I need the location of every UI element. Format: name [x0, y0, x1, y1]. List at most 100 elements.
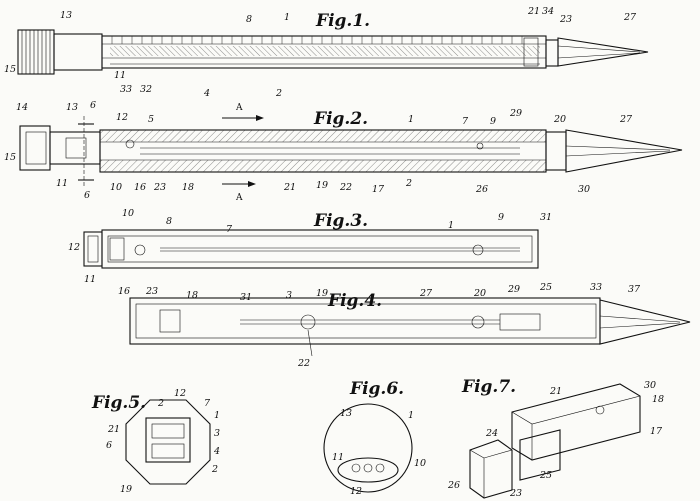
fig2-label: 18 — [182, 182, 194, 193]
fig4-label: 37 — [628, 284, 641, 295]
fig2-label: 6 — [90, 100, 96, 111]
figure-3: Fig.3. 10 8 7 1 9 31 12 11 — [68, 208, 552, 285]
fig3-label: 7 — [226, 224, 233, 235]
fig5-label: 12 — [174, 388, 186, 399]
figure-1: Fig.1. — [4, 6, 648, 99]
fig7-label: 17 — [650, 426, 663, 437]
fig5-label: 7 — [204, 398, 211, 409]
fig2-label: 23 — [153, 182, 166, 193]
fig2-label: 6 — [84, 190, 90, 201]
fig1-band — [54, 34, 102, 70]
fig1-cap — [18, 30, 54, 74]
fig5-label: 2 — [157, 398, 164, 409]
fig2-label: 7 — [462, 116, 469, 127]
fig2-label: 19 — [316, 180, 328, 191]
figure-5: Fig.5. 12 2 7 21 1 6 3 4 2 19 — [91, 388, 220, 495]
fig1-label: 13 — [60, 10, 72, 21]
fig2-label: 5 — [148, 114, 154, 125]
fig4-label: 25 — [539, 282, 552, 293]
fig2-label: 17 — [372, 184, 385, 195]
fig1-label: 33 — [120, 84, 132, 95]
fig1-label: 11 — [114, 70, 126, 81]
fig1-label: 34 — [542, 6, 554, 17]
fig1-label: 32 — [140, 84, 152, 95]
figure-4: Fig.4. 16 23 18 31 3 19 27 20 29 25 33 3… — [118, 282, 690, 369]
fig4-label: 19 — [316, 288, 328, 299]
fig4-label: 33 — [590, 282, 602, 293]
fig3-label: 8 — [166, 216, 172, 227]
fig7-label: 18 — [652, 394, 664, 405]
figure-7: Fig.7. 21 30 18 17 24 26 25 23 — [447, 377, 664, 499]
fig1-title: Fig.1. — [315, 11, 370, 31]
fig2-label: 22 — [339, 182, 352, 193]
figure-6: Fig.6. 13 1 11 10 12 — [324, 379, 426, 497]
fig4-label: 18 — [186, 290, 198, 301]
fig7-label: 21 — [549, 386, 562, 397]
fig1-label: 23 — [559, 14, 572, 25]
fig7-label: 23 — [509, 488, 522, 499]
fig4-label: 20 — [473, 288, 486, 299]
fig6-label: 1 — [408, 410, 414, 421]
fig6-round-section — [324, 404, 412, 492]
fig4-label: 23 — [145, 286, 158, 297]
fig7-label: 25 — [539, 470, 552, 481]
fig3-label: 11 — [84, 274, 96, 285]
fig7-channel — [512, 384, 640, 460]
fig3-label: 9 — [498, 212, 504, 223]
fig2-label: 14 — [16, 102, 28, 113]
fig5-label: 2 — [211, 464, 218, 475]
fig1-label: 8 — [246, 14, 252, 25]
fig2-label: 9 — [490, 116, 496, 127]
fig3-label: 10 — [122, 208, 134, 219]
fig3-end-cap — [84, 232, 102, 266]
fig1-label: 1 — [284, 12, 290, 23]
fig2-cap — [20, 126, 50, 170]
fig1-label: 15 — [4, 64, 16, 75]
fig2-label: 30 — [578, 184, 590, 195]
fig4-label: 3 — [286, 290, 292, 301]
fig3-label: 31 — [540, 212, 552, 223]
fig7-title: Fig.7. — [461, 377, 516, 397]
fig7-clip — [470, 440, 512, 498]
fig6-label: 10 — [414, 458, 426, 469]
fig5-label: 19 — [120, 484, 132, 495]
fig4-label: 27 — [419, 288, 433, 299]
fig4-label: 29 — [507, 284, 520, 295]
fig5-label: 1 — [214, 410, 220, 421]
fig4-label: 22 — [297, 358, 310, 369]
fig5-label: 6 — [106, 440, 112, 451]
fig6-label: 12 — [350, 486, 362, 497]
fig5-label: 21 — [107, 424, 120, 435]
fig2-label: 12 — [116, 112, 128, 123]
fig2-label: 21 — [283, 182, 296, 193]
fig2-label: 15 — [4, 152, 16, 163]
fig6-label: 11 — [332, 452, 344, 463]
fig2-label: 1 — [408, 114, 414, 125]
fig3-label: 12 — [68, 242, 80, 253]
fig1-point — [558, 38, 648, 66]
fig2-arrow-label: A — [235, 103, 243, 113]
fig2-label: 27 — [619, 114, 633, 125]
fig5-label: 4 — [213, 446, 220, 457]
fig2-arrow-label: A — [235, 193, 243, 203]
fig6-title: Fig.6. — [349, 379, 404, 399]
fig4-label: 16 — [118, 286, 130, 297]
fig2-label: 16 — [134, 182, 146, 193]
fig2-label: 26 — [475, 184, 488, 195]
fig2-label: 10 — [110, 182, 122, 193]
fig5-title: Fig.5. — [91, 393, 146, 413]
fig2-title: Fig.2. — [313, 109, 368, 129]
fig7-label: 24 — [485, 428, 498, 439]
fig2-label: 20 — [553, 114, 566, 125]
fig1-label: 21 — [527, 6, 540, 17]
fig1-label: 27 — [623, 12, 637, 23]
fig2-label: 29 — [509, 108, 522, 119]
fig1-label: 4 — [203, 88, 210, 99]
figure-2: Fig.2. A A 14 13 6 12 5 1 — [4, 100, 682, 203]
fig5-label: 3 — [214, 428, 220, 439]
fig2-label: 2 — [405, 178, 412, 189]
fig3-title: Fig.3. — [313, 211, 368, 231]
fig2-label: 11 — [56, 178, 68, 189]
